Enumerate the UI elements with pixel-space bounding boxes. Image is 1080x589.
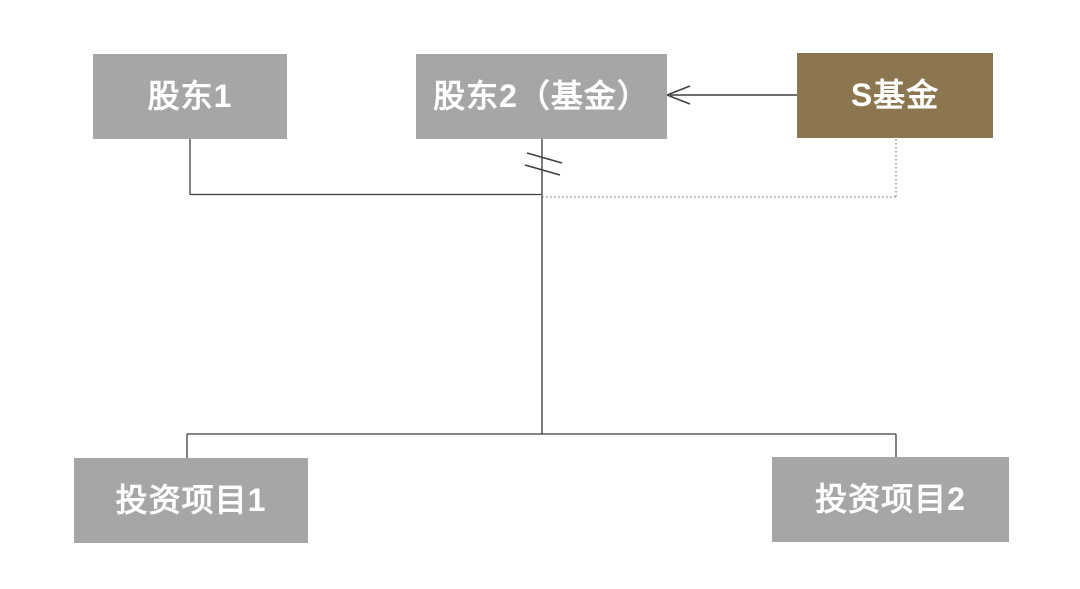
node-project2: 投资项目2 — [772, 457, 1009, 542]
break-double-slash-icon — [524, 152, 563, 176]
node-project1-label: 投资项目1 — [115, 481, 267, 518]
node-shareholder1-label: 股东1 — [147, 77, 233, 114]
arrow-sfund-to-shareholder2 — [664, 85, 797, 105]
arrowhead-icon — [664, 85, 691, 105]
node-project1: 投资项目1 — [74, 458, 308, 543]
node-project2-label: 投资项目2 — [815, 480, 966, 517]
node-shareholder2: 股东2（基金） — [416, 54, 667, 139]
node-sfund-label: S基金 — [850, 76, 940, 113]
node-shareholder1: 股东1 — [93, 54, 287, 139]
node-shareholder2-label: 股东2（基金） — [433, 77, 650, 114]
node-sfund: S基金 — [797, 53, 993, 138]
